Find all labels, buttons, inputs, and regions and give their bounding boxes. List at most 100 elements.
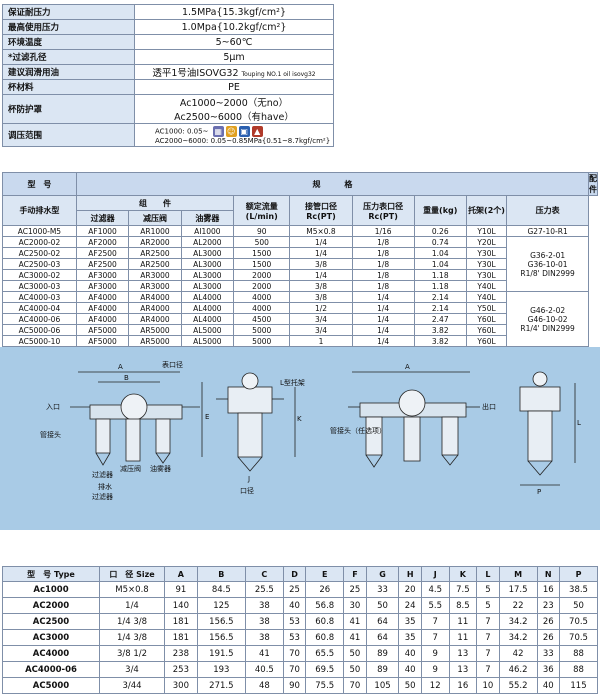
dim-k-label: K <box>297 415 302 423</box>
pipe-opt-label: 管接头（任选项） <box>330 426 386 435</box>
dims-value-cell: 70 <box>282 661 307 678</box>
dims-value-cell: 26 <box>305 581 345 598</box>
filter-header: 过滤器 <box>75 210 130 226</box>
dims-value-cell: 41 <box>343 629 367 646</box>
spec-cell: 1500 <box>233 247 291 259</box>
dims-value-cell: 48 <box>244 677 284 694</box>
dims-value-cell: 5 <box>476 581 500 598</box>
dims-value-cell: 88 <box>559 661 598 678</box>
spec-cell: AR5000 <box>128 335 182 347</box>
print-icon[interactable]: ▲ <box>251 125 263 137</box>
dims-value-cell: 64 <box>365 613 400 630</box>
spec-cell: AR2500 <box>128 258 182 270</box>
dims-value-cell: 26 <box>536 629 561 646</box>
dims-value-cell: 25.5 <box>244 581 284 598</box>
dims-value-cell: 271.5 <box>196 677 246 694</box>
gauge-accessory-cell: G27-10-R1 <box>506 225 589 237</box>
dims-value-cell: 50 <box>343 661 367 678</box>
spec-value: 1.0Mpa{10.2kgf/cm²} <box>134 19 334 35</box>
dims-model-cell: Ac1000 <box>2 581 100 598</box>
spec-cell: AL3000 <box>180 269 235 281</box>
spec-cell: AF5000 <box>75 324 130 336</box>
model-header: 型 号 <box>2 172 77 196</box>
spec-row: 建议润滑用油透平1号油ISOVG32 Touping NO.1 oil isov… <box>2 64 334 80</box>
dims-value-cell: 7 <box>476 629 500 646</box>
spec-cell: Y10L <box>465 225 508 237</box>
dims-value-cell: 40.5 <box>244 661 284 678</box>
spec-cell: 1.18 <box>413 269 467 281</box>
dims-header-cell: L <box>476 566 500 582</box>
dims-value-cell: 38 <box>244 613 284 630</box>
spec-value: AC1000: 0.05~ ▦ ☺ ▣ ▲ AC2000~6000: 0.05~… <box>134 123 334 147</box>
dims-value-cell: 17.5 <box>498 581 538 598</box>
spec-cell: 3/8 <box>289 258 353 270</box>
dims-value-cell: 193 <box>196 661 246 678</box>
smiley-icon[interactable]: ☺ <box>225 125 237 137</box>
dims-value-cell: 191.5 <box>196 645 246 662</box>
dims-value-cell: 84.5 <box>196 581 246 598</box>
grid-icon[interactable]: ▦ <box>212 125 224 137</box>
dims-value-cell: 70.5 <box>559 613 598 630</box>
dims-value-cell: 16 <box>536 581 561 598</box>
drain-label: 排水 <box>98 482 112 491</box>
port-title: 接管口径 <box>304 201 337 211</box>
model-cell: AC1000-M5 <box>2 225 77 237</box>
spec-cell: AI1000 <box>180 225 235 237</box>
dims-value-cell: 41 <box>343 613 367 630</box>
pipe-label: 管接头 <box>40 430 61 439</box>
dims-value-cell: 56.8 <box>305 597 345 614</box>
dims-value-cell: 35 <box>398 629 422 646</box>
filter-label: 过滤器 <box>92 470 113 479</box>
model-cell: AC2500-02 <box>2 247 77 259</box>
inlet-label: 入口 <box>46 403 60 411</box>
dims-header-cell: B <box>196 566 246 582</box>
dims-header-cell: 口 径 Size <box>99 566 165 582</box>
gauge-accessory-line: R1/4' DIN2999 <box>520 323 575 333</box>
save-icon[interactable]: ▣ <box>238 125 250 137</box>
spec-cell: Y30L <box>465 269 508 281</box>
dims-value-cell: 7 <box>420 613 450 630</box>
spec-cell: 4500 <box>233 313 291 325</box>
spec-cell: 3.82 <box>413 324 467 336</box>
range-line-1: AC1000: 0.05~ ▦ ☺ ▣ ▲ <box>155 125 333 137</box>
dims-value-cell: 1/4 3/8 <box>99 613 165 630</box>
dims-value-cell: 300 <box>164 677 198 694</box>
dims-value-cell: 22 <box>498 597 538 614</box>
spec-cell: AF2500 <box>75 247 130 259</box>
spec-cell: AF1000 <box>75 225 130 237</box>
outlet-label: 出口 <box>482 402 496 411</box>
spec-cell: 1.04 <box>413 247 467 259</box>
spec-cell: 3.82 <box>413 335 467 347</box>
dims-value-cell: 60.8 <box>305 613 345 630</box>
spec-cell: AL3000 <box>180 247 235 259</box>
dims-value-cell: 40 <box>282 597 307 614</box>
spec-cell: 1/4 <box>289 269 353 281</box>
bracket-header: 托架(2个) <box>465 195 508 226</box>
dims-value-cell: 33 <box>365 581 400 598</box>
dims-value-cell: 3/44 <box>99 677 165 694</box>
reg-label: 减压阀 <box>120 464 141 473</box>
spec-cell: AF2500 <box>75 258 130 270</box>
dims-value-cell: 69.5 <box>305 661 345 678</box>
spec-header: 规 格 <box>75 172 590 196</box>
spec-cell: AL5000 <box>180 324 235 336</box>
dims-header-cell: D <box>282 566 307 582</box>
spec-cell: 5000 <box>233 335 291 347</box>
dims-value-cell: 115 <box>559 677 598 694</box>
dims-header-cell: E <box>305 566 345 582</box>
spec-cell: AR3000 <box>128 280 182 292</box>
dims-value-cell: 12 <box>420 677 450 694</box>
spec-key: 杯材料 <box>2 79 135 95</box>
spec-cell: 1/4 <box>351 335 415 347</box>
lub-label: 油雾器 <box>150 464 171 473</box>
